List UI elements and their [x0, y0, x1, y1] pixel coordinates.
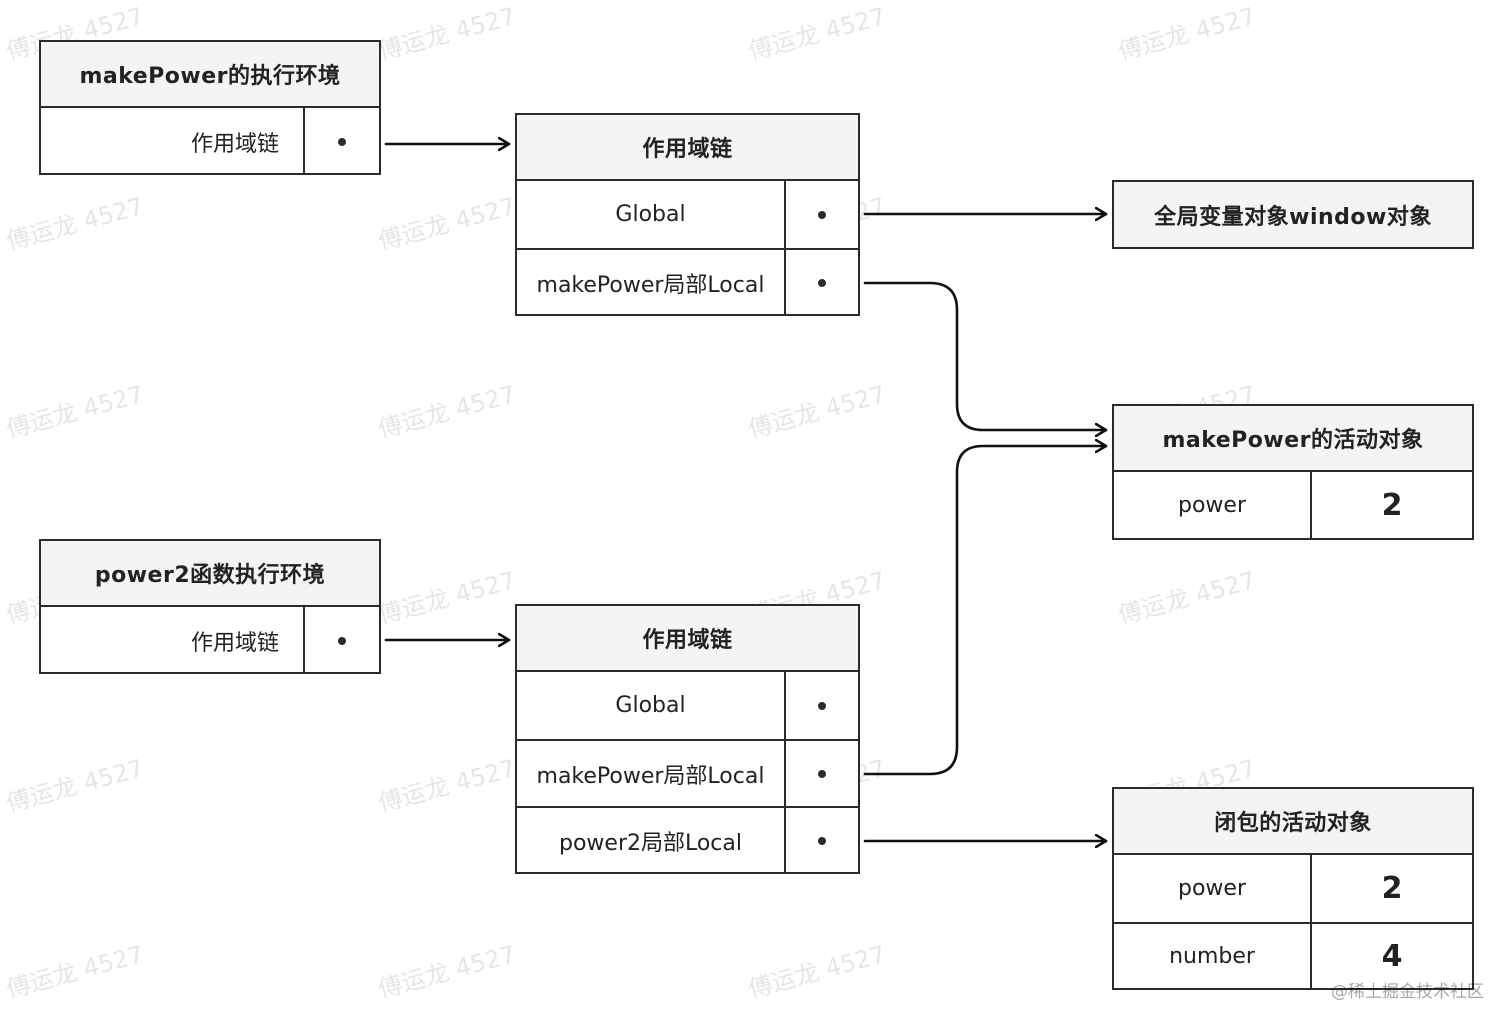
arrow-local-to-makepower-activation	[863, 281, 1108, 430]
pointer-dot-icon	[338, 636, 346, 645]
activation-row-power: power 2	[1114, 472, 1472, 539]
pointer-dot-icon	[818, 836, 826, 845]
scope-entry-makepower-local: makePower局部Local	[517, 248, 858, 315]
variable-value: 2	[1310, 855, 1472, 922]
variable-name: number	[1169, 944, 1255, 969]
variable-name: power	[1178, 493, 1246, 518]
makepower-exec-title: makePower的执行环境	[41, 42, 379, 108]
scope-entry-label: Global	[615, 202, 686, 227]
power2-exec-context: power2函数执行环境 作用域链	[39, 539, 381, 674]
arrow-power2-makepower-local-to-activation	[863, 446, 1108, 776]
pointer-dot-icon	[818, 210, 826, 219]
scope-entry-label: makePower局部Local	[536, 272, 765, 298]
pointer-dot-icon	[818, 278, 826, 287]
activation-row-number: number 4	[1114, 922, 1472, 989]
pointer-dot-icon	[338, 137, 346, 146]
pointer-cell	[784, 808, 858, 873]
pointer-dot-icon	[818, 769, 826, 778]
scope-chain-title: 作用域链	[517, 606, 858, 672]
variable-value: 2	[1310, 472, 1472, 539]
footer-credit: @稀土掘金技术社区	[1331, 982, 1484, 1002]
pointer-cell	[303, 108, 379, 175]
scope-entry-global: Global	[517, 181, 858, 248]
global-window-object: 全局变量对象window对象	[1112, 180, 1474, 249]
pointer-dot-icon	[818, 701, 826, 710]
activation-title: 闭包的活动对象	[1114, 789, 1472, 855]
scope-entry-global: Global	[517, 672, 858, 739]
makepower-exec-context: makePower的执行环境 作用域链	[39, 40, 381, 175]
scope-chain-title: 作用域链	[517, 115, 858, 181]
scope-chain-box-2: 作用域链 Global makePower局部Local power2局部Loc…	[515, 604, 860, 874]
pointer-cell	[784, 672, 858, 739]
scope-entry-label: makePower局部Local	[536, 763, 765, 789]
scope-entry-label: power2局部Local	[558, 830, 742, 856]
scope-entry-makepower-local: makePower局部Local	[517, 739, 858, 806]
pointer-cell	[784, 181, 858, 248]
activation-row-power: power 2	[1114, 855, 1472, 922]
scope-chain-label: 作用域链	[190, 630, 279, 656]
activation-title: makePower的活动对象	[1114, 406, 1472, 472]
makepower-activation-object: makePower的活动对象 power 2	[1112, 404, 1474, 540]
scope-entry-power2-local: power2局部Local	[517, 806, 858, 873]
variable-value: 4	[1310, 924, 1472, 989]
pointer-cell	[784, 741, 858, 806]
pointer-cell	[303, 607, 379, 674]
scope-entry-label: Global	[615, 693, 686, 718]
global-window-title: 全局变量对象window对象	[1114, 182, 1472, 247]
power2-exec-title: power2函数执行环境	[41, 541, 379, 607]
closure-activation-object: 闭包的活动对象 power 2 number 4	[1112, 787, 1474, 990]
pointer-cell	[784, 250, 858, 315]
scope-chain-label: 作用域链	[190, 131, 279, 157]
variable-name: power	[1178, 876, 1246, 901]
scope-chain-row: 作用域链	[41, 607, 379, 674]
scope-chain-row: 作用域链	[41, 108, 379, 175]
scope-chain-box-1: 作用域链 Global makePower局部Local	[515, 113, 860, 316]
